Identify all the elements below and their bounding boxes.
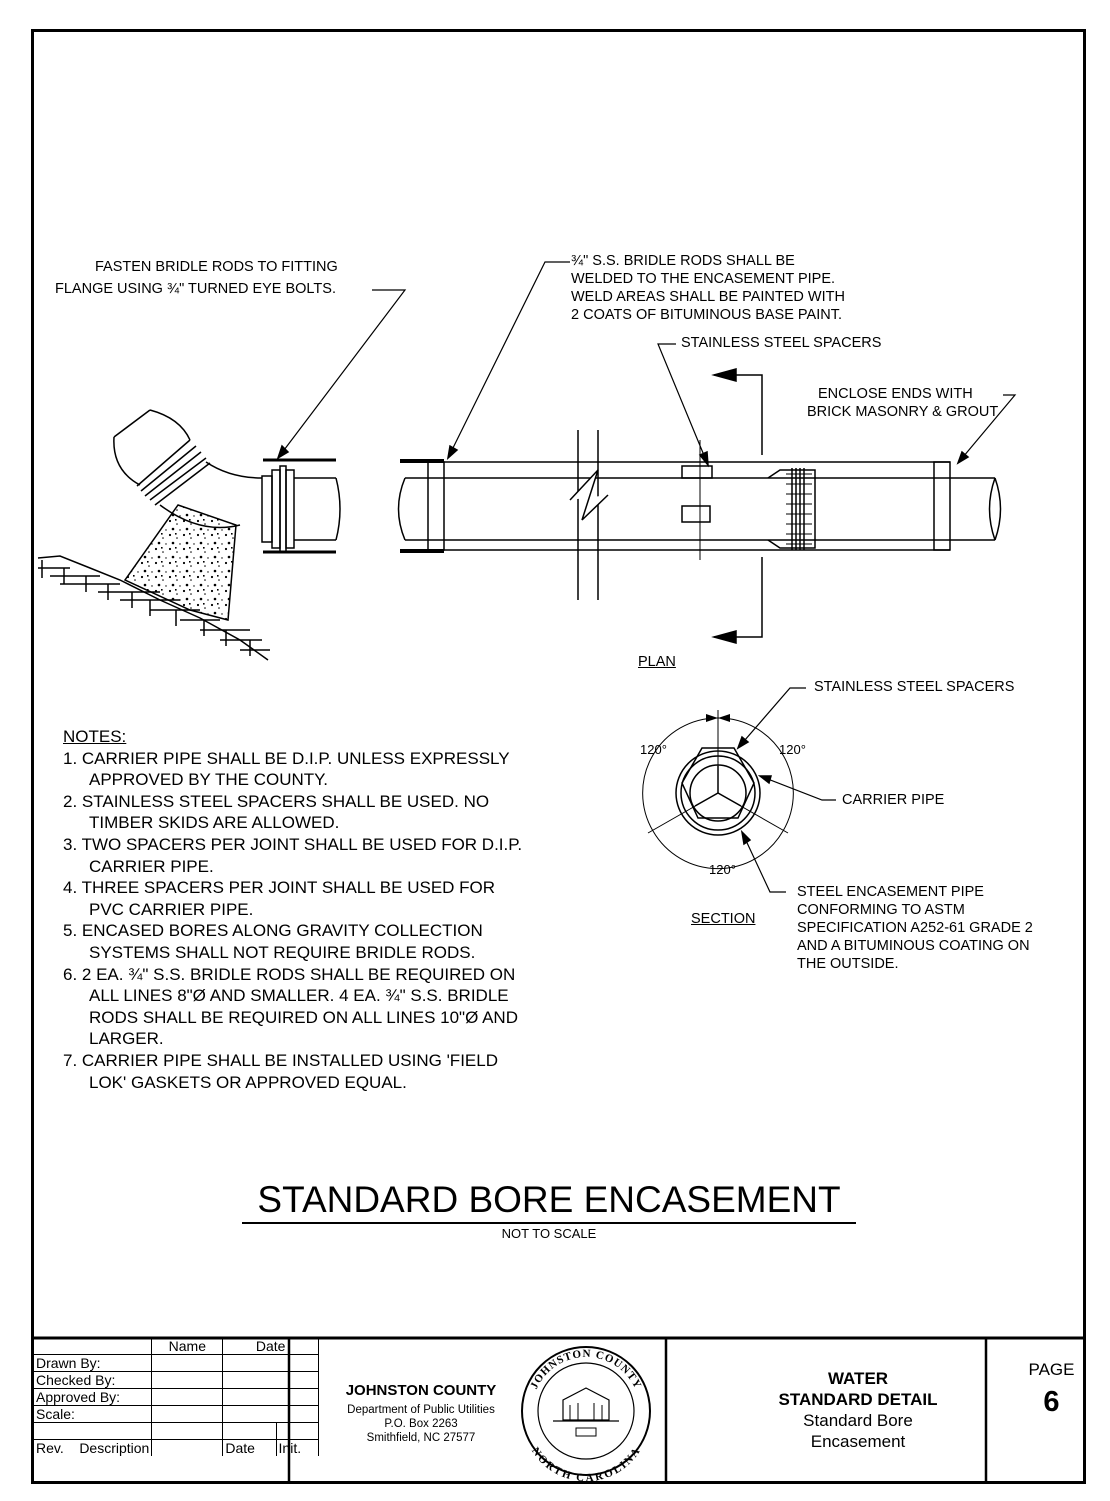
county-seal bbox=[521, 1346, 651, 1476]
note-line: 2. STAINLESS STEEL SPACERS SHALL BE USED… bbox=[63, 791, 490, 811]
callout-encasement-line2: CONFORMING TO ASTM bbox=[797, 902, 965, 918]
title-block: Name Date Drawn By: Checked By: Approved… bbox=[31, 1338, 1086, 1484]
section-label: SECTION bbox=[691, 911, 756, 927]
note-line: LOK' GASKETS OR APPROVED EQUAL. bbox=[89, 1072, 407, 1092]
notes-heading: NOTES: bbox=[63, 727, 127, 746]
detail-name-line2: Encasement bbox=[810, 1432, 906, 1451]
callout-bridle-line4: 2 COATS OF BITUMINOUS BASE PAINT. bbox=[571, 307, 842, 323]
plan-label: PLAN bbox=[638, 654, 676, 670]
drawing-sheet-border bbox=[31, 29, 1086, 1484]
scale-label: Scale: bbox=[34, 1405, 153, 1423]
po-box: P.O. Box 2263 bbox=[384, 1418, 458, 1430]
note-line: CARRIER PIPE. bbox=[89, 856, 214, 876]
drawn-by-label: Drawn By: bbox=[34, 1354, 153, 1372]
drawing-subtitle: NOT TO SCALE bbox=[501, 1226, 597, 1241]
drawing-title: STANDARD BORE ENCASEMENT bbox=[242, 1178, 856, 1224]
checked-by-label: Checked By: bbox=[34, 1371, 153, 1389]
callout-spacers-plan: STAINLESS STEEL SPACERS bbox=[681, 335, 882, 351]
page-number: 6 bbox=[1043, 1386, 1060, 1418]
callout-fasten-line1: FASTEN BRIDLE RODS TO FITTING bbox=[95, 259, 338, 275]
callout-enclose-line2: BRICK MASONRY & GROUT bbox=[807, 404, 999, 420]
department-name: Department of Public Utilities bbox=[347, 1404, 495, 1416]
water-label: WATER bbox=[827, 1369, 889, 1388]
callout-encasement-line5: THE OUTSIDE. bbox=[797, 956, 899, 972]
date-header: Date bbox=[222, 1439, 277, 1456]
angle-bottom-label: 120° bbox=[709, 862, 736, 877]
callout-fasten-line2: FLANGE USING ¾" TURNED EYE BOLTS. bbox=[55, 281, 336, 297]
section-view bbox=[642, 687, 836, 893]
callout-carrier-pipe: CARRIER PIPE bbox=[842, 792, 945, 808]
fitting-detail bbox=[37, 289, 407, 661]
col-name-header: Name bbox=[151, 1338, 224, 1355]
plan-view bbox=[397, 261, 1017, 644]
city-address: Smithfield, NC 27577 bbox=[366, 1432, 476, 1444]
detail-name-line1: Standard Bore bbox=[803, 1411, 913, 1430]
callout-encasement-line4: AND A BITUMINOUS COATING ON bbox=[797, 938, 1030, 954]
page-label: PAGE bbox=[1028, 1360, 1075, 1379]
col-date-header: Date bbox=[222, 1338, 319, 1355]
note-line: 7. CARRIER PIPE SHALL BE INSTALLED USING… bbox=[63, 1050, 498, 1070]
note-line: 5. ENCASED BORES ALONG GRAVITY COLLECTIO… bbox=[63, 921, 483, 941]
callout-bridle-line2: WELDED TO THE ENCASEMENT PIPE. bbox=[571, 271, 836, 287]
revision-table: Name Date Drawn By: Checked By: Approved… bbox=[34, 1338, 320, 1456]
note-line: LARGER. bbox=[89, 1029, 164, 1049]
detail-info: WATER STANDARD DETAIL Standard Bore Enca… bbox=[697, 1368, 1019, 1452]
approved-by-label: Approved By: bbox=[34, 1388, 153, 1406]
note-line: 1. CARRIER PIPE SHALL BE D.I.P. UNLESS E… bbox=[63, 748, 510, 768]
angle-right-label: 120° bbox=[779, 742, 806, 757]
note-line: TIMBER SKIDS ARE ALLOWED. bbox=[89, 813, 340, 833]
callout-encasement-line1: STEEL ENCASEMENT PIPE bbox=[797, 884, 984, 900]
note-line: APPROVED BY THE COUNTY. bbox=[89, 770, 329, 790]
init-header: Init. bbox=[275, 1439, 320, 1456]
note-line: RODS SHALL BE REQUIRED ON ALL LINES 10"Ø… bbox=[89, 1007, 518, 1027]
callout-bridle-line1: ¾" S.S. BRIDLE RODS SHALL BE bbox=[571, 253, 795, 269]
county-info: JOHNSTON COUNTY Department of Public Uti… bbox=[321, 1382, 521, 1445]
callout-spacers-section: STAINLESS STEEL SPACERS bbox=[814, 679, 1015, 695]
callout-encasement-line3: SPECIFICATION A252-61 GRADE 2 bbox=[797, 920, 1033, 936]
standard-detail-label: STANDARD DETAIL bbox=[778, 1390, 938, 1409]
note-line: PVC CARRIER PIPE. bbox=[89, 899, 254, 919]
callout-bridle-line3: WELD AREAS SHALL BE PAINTED WITH bbox=[571, 289, 845, 305]
rev-header: Rev. Description bbox=[34, 1439, 153, 1456]
note-line: 4. THREE SPACERS PER JOINT SHALL BE USED… bbox=[63, 878, 496, 898]
note-line: SYSTEMS SHALL NOT REQUIRE BRIDLE RODS. bbox=[89, 942, 476, 962]
page-info: PAGE 6 bbox=[1017, 1360, 1086, 1419]
notes-block: NOTES: 1. CARRIER PIPE SHALL BE D.I.P. U… bbox=[63, 726, 522, 1093]
note-line: 3. TWO SPACERS PER JOINT SHALL BE USED F… bbox=[63, 834, 523, 854]
callout-enclose-line1: ENCLOSE ENDS WITH bbox=[818, 386, 973, 402]
county-name: JOHNSTON COUNTY bbox=[345, 1382, 497, 1399]
note-line: ALL LINES 8"Ø AND SMALLER. 4 EA. ¾" S.S.… bbox=[89, 986, 509, 1006]
angle-left-label: 120° bbox=[640, 742, 667, 757]
note-line: 6. 2 EA. ¾" S.S. BRIDLE RODS SHALL BE RE… bbox=[63, 964, 516, 984]
